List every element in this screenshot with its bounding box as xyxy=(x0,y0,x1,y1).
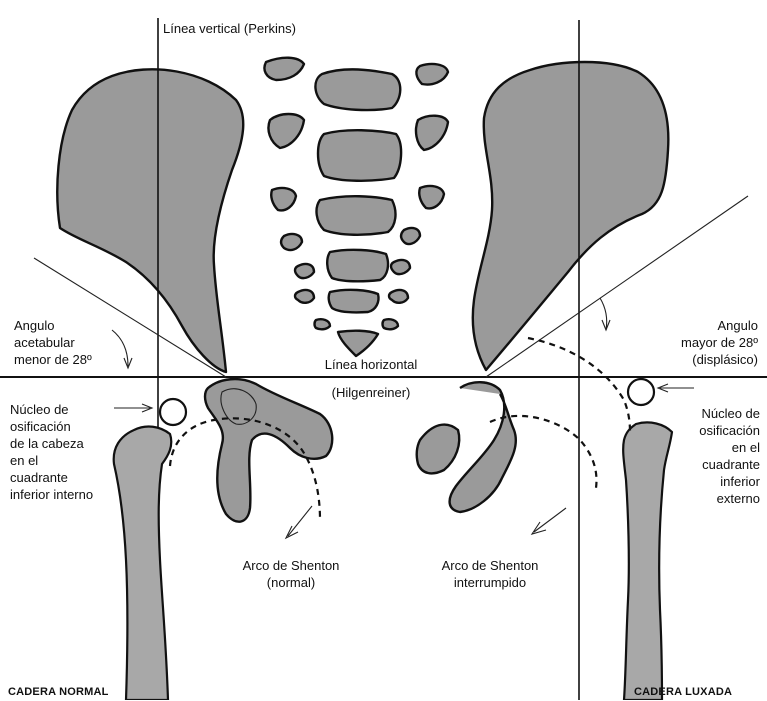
hilgenreiner-label-line2: (Hilgenreiner) xyxy=(296,384,446,401)
sacral-left-piece-1 xyxy=(264,58,304,80)
shenton-label-interrupted: Arco de Shenton interrumpido xyxy=(420,557,560,591)
sacral-right-piece-1 xyxy=(416,64,448,85)
angle-label-right: Angulo mayor de 28º (displásico) xyxy=(648,317,758,368)
shenton-arrow-left xyxy=(288,506,312,536)
ossification-nucleus-right xyxy=(628,379,654,405)
shenton-arrow-right xyxy=(534,508,566,532)
sacral-segment-4 xyxy=(327,250,388,281)
sacral-segment-5 xyxy=(329,290,379,313)
sacral-left-piece-5 xyxy=(295,264,314,278)
ossification-nucleus-left xyxy=(160,399,186,425)
nucleus-label-right: Núcleo de osificación en el cuadrante in… xyxy=(664,405,760,507)
sacral-right-piece-4 xyxy=(401,228,420,244)
sacral-left-piece-6 xyxy=(295,290,314,303)
sacral-left-piece-4 xyxy=(281,234,302,250)
nucleus-label-left: Núcleo de osificación de la cabeza en el… xyxy=(10,401,130,503)
hilgenreiner-label-line1: Línea horizontal xyxy=(296,356,446,373)
sacral-right-piece-5 xyxy=(391,260,410,274)
sacral-left-piece-2 xyxy=(268,114,304,148)
sacral-left-piece-3 xyxy=(271,188,296,210)
sacral-left-piece-7 xyxy=(315,319,331,329)
shenton-arrow-left-head xyxy=(286,526,298,538)
angle-label-left: Angulo acetabular menor de 28º xyxy=(14,317,124,368)
right-iliac-wing xyxy=(473,62,669,370)
hip-dislocated-label: CADERA LUXADA xyxy=(634,684,732,701)
perkins-line-label: Línea vertical (Perkins) xyxy=(163,20,296,37)
sacral-segment-2 xyxy=(318,130,401,181)
hip-normal-label: CADERA NORMAL xyxy=(8,684,109,701)
right-ischium-body xyxy=(417,425,460,474)
sacral-right-piece-7 xyxy=(383,319,399,329)
sacral-right-piece-2 xyxy=(416,116,448,150)
angle-arc-right xyxy=(600,298,607,330)
sacral-segment-3 xyxy=(317,196,396,235)
coccyx xyxy=(338,331,378,356)
sacral-segment-1 xyxy=(315,69,400,110)
shenton-label-normal: Arco de Shenton (normal) xyxy=(226,557,356,591)
sacral-right-piece-3 xyxy=(419,186,444,208)
sacral-right-piece-6 xyxy=(389,290,408,303)
